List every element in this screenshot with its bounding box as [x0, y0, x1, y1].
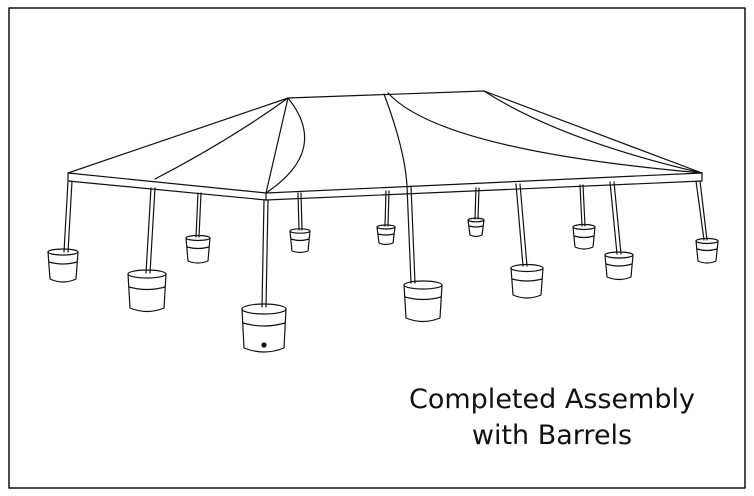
barrel: [241, 303, 287, 353]
barrel: [604, 251, 634, 281]
caption-line-2: with Barrels: [471, 420, 633, 451]
barrels: [47, 217, 719, 353]
barrel: [47, 248, 79, 283]
caption-line-1: Completed Assembly: [409, 384, 695, 415]
tent-roof: [67, 90, 703, 201]
barrel: [403, 280, 443, 323]
barrel: [289, 228, 311, 254]
barrel: [572, 223, 596, 250]
barrel: [376, 224, 396, 246]
barrel: [695, 237, 719, 264]
tent-poles: [63, 180, 708, 308]
caption: Completed Assembly with Barrels: [395, 382, 709, 454]
barrel: [510, 263, 544, 299]
barrel: [185, 234, 211, 264]
border: [8, 7, 746, 489]
barrel: [467, 217, 485, 238]
barrel: [127, 269, 167, 313]
